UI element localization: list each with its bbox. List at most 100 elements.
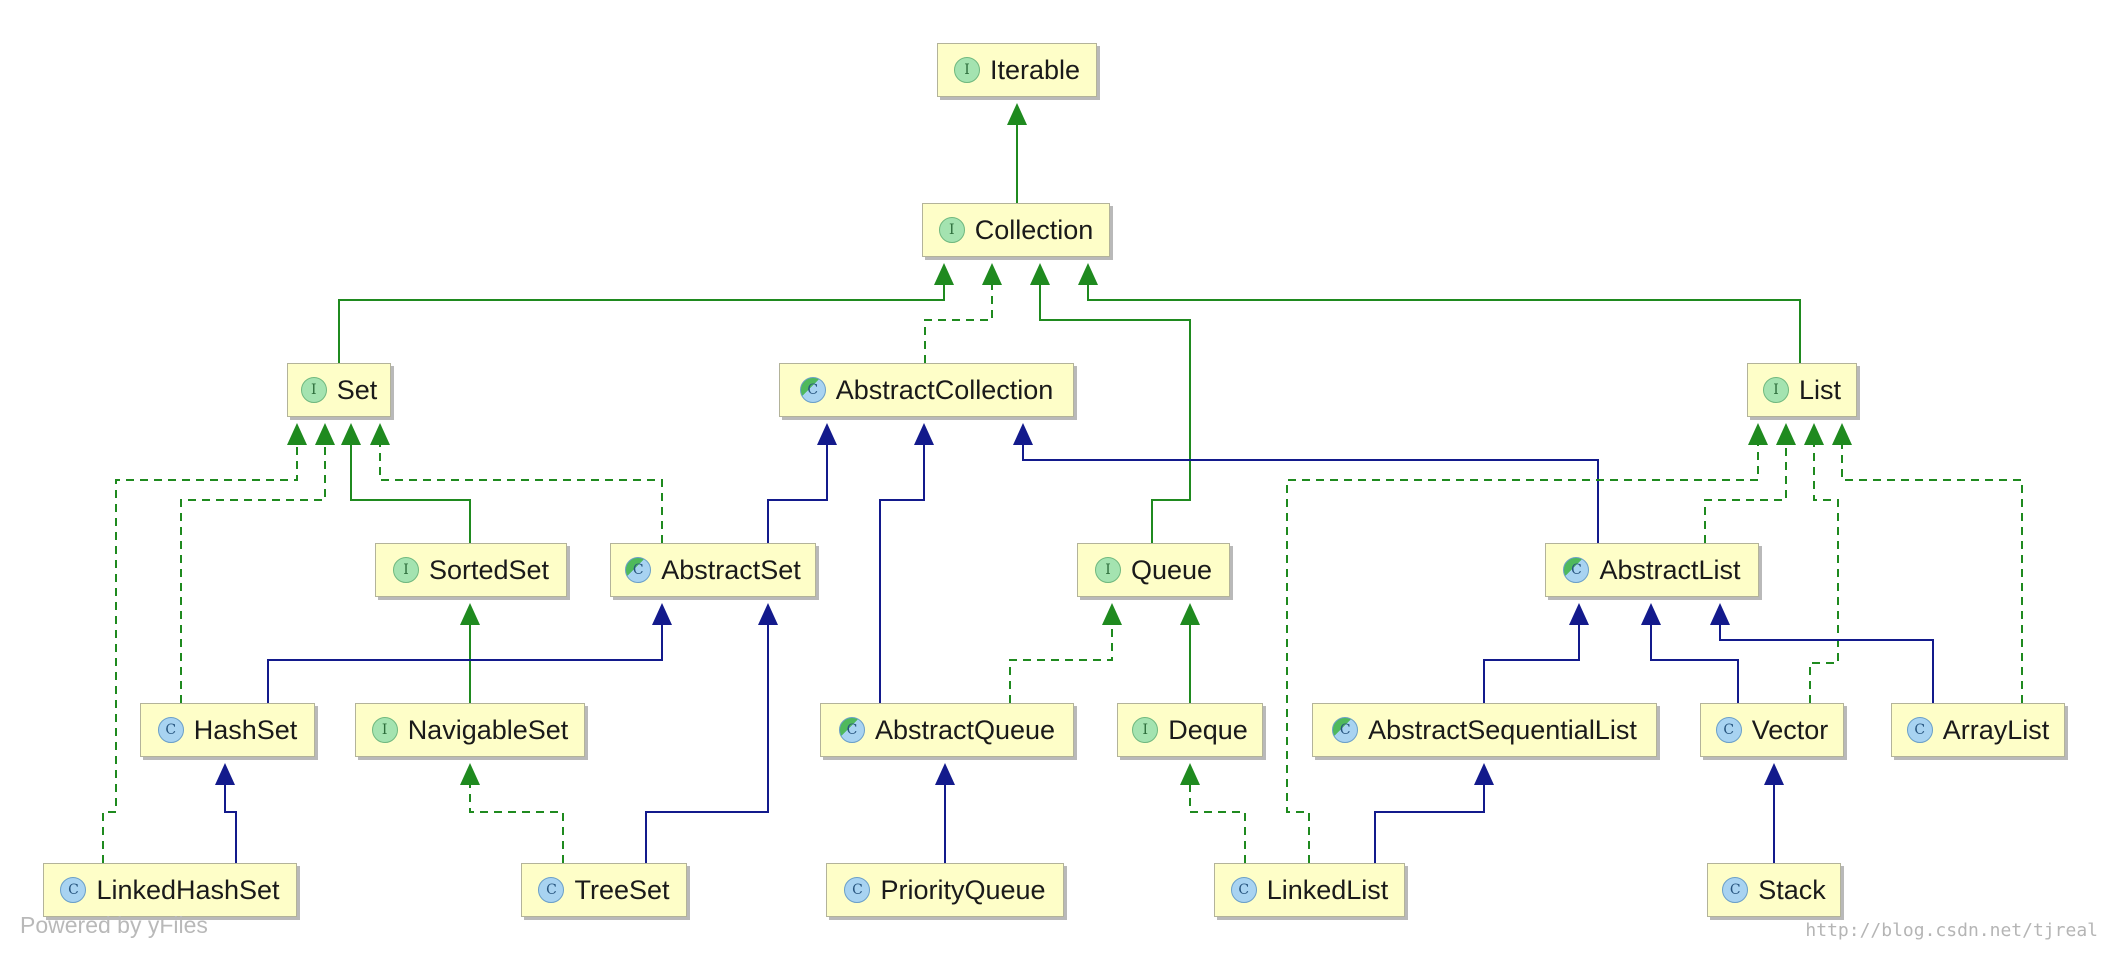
interface-icon: I	[938, 217, 965, 243]
node-abstract-queue[interactable]: C AbstractQueue	[820, 703, 1074, 757]
arrowhead	[1078, 263, 1098, 285]
node-abstract-set[interactable]: C AbstractSet	[610, 543, 816, 597]
arrowhead	[1804, 423, 1824, 445]
arrowhead	[935, 763, 955, 785]
edge-linked-list-to-list	[1286, 423, 1768, 863]
edge-queue-to-collection	[1030, 263, 1191, 543]
node-abstract-collection[interactable]: C AbstractCollection	[779, 363, 1074, 417]
node-priority-queue[interactable]: C PriorityQueue	[826, 863, 1064, 917]
interface-icon: I	[953, 57, 980, 83]
interface-icon: I	[371, 717, 398, 743]
node-label: Stack	[1758, 874, 1826, 905]
node-iterable[interactable]: I Iterable	[937, 43, 1097, 97]
arrowhead	[215, 763, 235, 785]
edge-line	[1189, 783, 1246, 863]
class-icon: C	[1906, 717, 1933, 743]
arrowhead	[934, 263, 954, 285]
edge-line	[1039, 283, 1191, 543]
edge-line	[1483, 623, 1580, 703]
class-icon: C	[844, 877, 871, 903]
node-stack[interactable]: C Stack	[1707, 863, 1841, 917]
edge-line	[1704, 443, 1787, 543]
edge-line	[1650, 623, 1739, 703]
edge-line	[1374, 783, 1485, 863]
edge-line	[469, 783, 564, 863]
node-abstract-sequential-list[interactable]: C AbstractSequentialList	[1312, 703, 1657, 757]
edge-stack-to-vector	[1764, 763, 1784, 863]
node-deque[interactable]: I Deque	[1117, 703, 1263, 757]
arrowhead	[460, 763, 480, 785]
arrowhead	[1102, 603, 1122, 625]
edge-sorted-set-to-set	[341, 423, 471, 543]
class-icon: C	[157, 717, 184, 743]
edge-line	[180, 443, 326, 703]
edge-array-list-to-list	[1832, 423, 2023, 703]
node-linked-hash-set[interactable]: C LinkedHashSet	[43, 863, 297, 917]
edge-line	[1841, 443, 2023, 703]
edge-line	[1719, 623, 1934, 703]
edge-set-to-collection	[338, 263, 954, 363]
node-label: PriorityQueue	[880, 874, 1046, 905]
node-label: SortedSet	[428, 554, 550, 585]
node-label: Queue	[1130, 554, 1213, 585]
arrowhead	[1180, 763, 1200, 785]
edge-deque-to-queue	[1180, 603, 1200, 703]
node-collection[interactable]: I Collection	[922, 203, 1110, 257]
node-array-list[interactable]: C ArrayList	[1891, 703, 2065, 757]
edge-vector-to-abstract-list	[1641, 603, 1739, 703]
edge-navigable-set-to-sorted-set	[460, 603, 480, 703]
node-hash-set[interactable]: C HashSet	[140, 703, 315, 757]
edge-line	[102, 443, 298, 863]
node-sorted-set[interactable]: I SortedSet	[375, 543, 567, 597]
class-icon: C	[1722, 877, 1749, 903]
node-abstract-list[interactable]: C AbstractList	[1545, 543, 1759, 597]
node-vector[interactable]: C Vector	[1700, 703, 1844, 757]
node-list[interactable]: I List	[1747, 363, 1857, 417]
arrowhead	[1180, 603, 1200, 625]
abstract-class-icon: C	[838, 717, 865, 743]
class-icon: C	[60, 877, 87, 903]
edge-line	[924, 283, 993, 363]
edge-line	[767, 443, 828, 543]
node-navigable-set[interactable]: I NavigableSet	[355, 703, 585, 757]
edge-hash-set-to-set	[180, 423, 335, 703]
arrowhead	[460, 603, 480, 625]
arrowhead	[1030, 263, 1050, 285]
edge-abstract-set-to-abstract-collection	[767, 423, 837, 543]
arrowhead	[315, 423, 335, 445]
edge-line	[1022, 443, 1599, 543]
interface-icon: I	[300, 377, 327, 403]
node-label: AbstractSet	[661, 554, 801, 585]
edge-array-list-to-abstract-list	[1710, 603, 1934, 703]
edge-linked-list-to-deque	[1180, 763, 1246, 863]
edge-priority-queue-to-abstract-queue	[935, 763, 955, 863]
abstract-class-icon: C	[625, 557, 652, 583]
arrowhead	[341, 423, 361, 445]
arrowhead	[287, 423, 307, 445]
node-set[interactable]: I Set	[287, 363, 391, 417]
node-label: NavigableSet	[407, 714, 569, 745]
edge-line	[350, 443, 471, 543]
edge-hash-set-to-abstract-set	[267, 603, 672, 703]
node-label: List	[1798, 374, 1842, 405]
node-linked-list[interactable]: C LinkedList	[1214, 863, 1405, 917]
arrowhead	[1776, 423, 1796, 445]
arrowhead	[817, 423, 837, 445]
edges-layer	[102, 103, 2023, 863]
arrowhead	[1764, 763, 1784, 785]
edge-line	[379, 443, 663, 543]
edge-line	[267, 623, 663, 703]
edge-abstract-queue-to-abstract-collection	[879, 423, 934, 703]
class-icon: C	[1230, 877, 1257, 903]
node-queue[interactable]: I Queue	[1077, 543, 1230, 597]
node-tree-set[interactable]: C TreeSet	[521, 863, 687, 917]
edge-line	[645, 623, 769, 863]
node-label: Iterable	[989, 54, 1081, 85]
edge-list-to-collection	[1078, 263, 1801, 363]
node-label: Set	[336, 374, 378, 405]
arrowhead	[1641, 603, 1661, 625]
arrowhead	[758, 603, 778, 625]
node-label: AbstractQueue	[874, 714, 1056, 745]
node-label: TreeSet	[574, 874, 670, 905]
edge-linked-hash-set-to-hash-set	[215, 763, 237, 863]
